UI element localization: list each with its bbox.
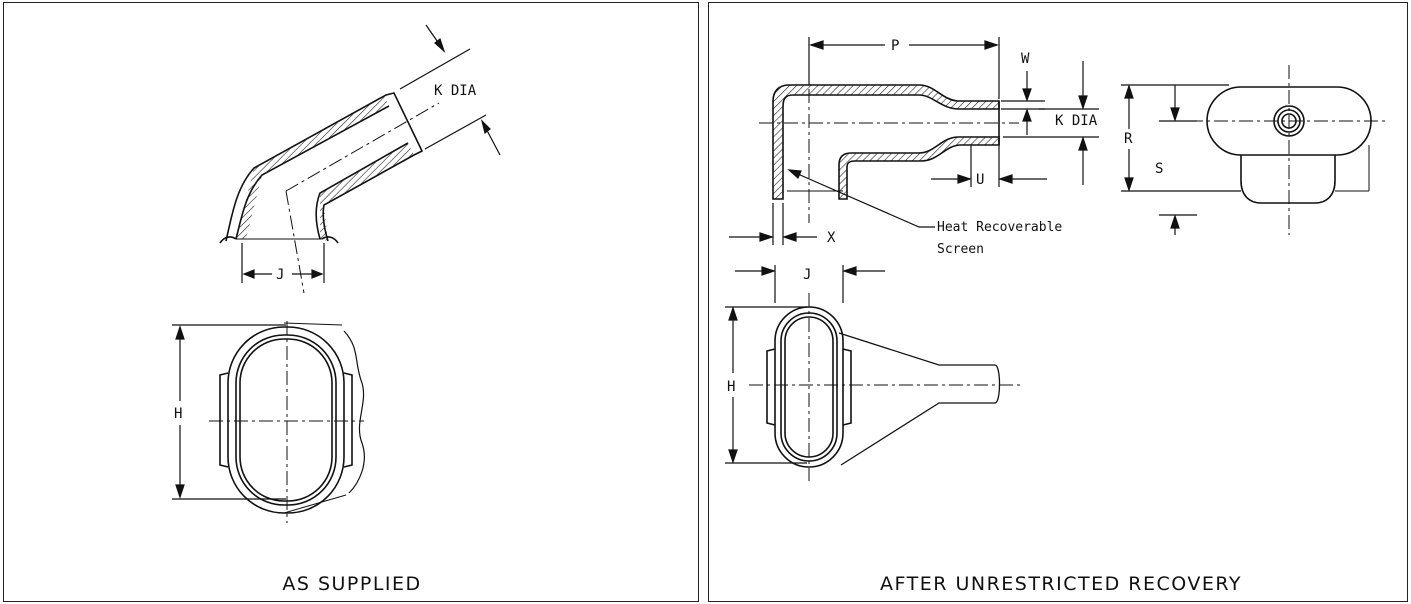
j-label-right: J [803,267,811,283]
oval-view-centerlines [749,293,1021,481]
u-label: U [976,172,984,188]
as-supplied-panel: K DIA J [3,2,699,602]
h-dimension [172,324,286,500]
boot-centerline [285,102,440,294]
screen-callout-leader [787,169,935,228]
callout-heat-recoverable: Heat Recoverable [937,220,1062,235]
k-dia-dimension-right [1003,61,1099,185]
j-dimension-right [735,265,885,303]
p-dimension [808,37,1000,99]
p-label: P [891,38,899,54]
callout-screen: Screen [937,242,984,257]
after-recovery-caption: AFTER UNRESTRICTED RECOVERY [880,573,1242,595]
side-view-centerlines [759,39,1019,223]
u-dimension [931,145,1047,187]
s-dimension [1159,85,1197,235]
as-supplied-caption: AS SUPPLIED [282,573,421,595]
after-recovery-drawing: P W K DIA U [725,37,1389,595]
s-label: S [1155,161,1163,177]
w-dimension [1001,71,1045,135]
r-dimension [1121,84,1241,192]
h-label: H [174,406,182,422]
end-view-centerlines [1189,65,1389,235]
oval-centerlines [209,321,364,523]
after-recovery-panel: P W K DIA U [708,2,1408,602]
angled-boot-side-view [219,92,424,244]
recovered-boot-side-view [772,84,1000,200]
oval-end-view [219,322,365,514]
j-label: J [276,267,284,283]
r-label: R [1124,131,1133,147]
as-supplied-drawing: K DIA J [172,24,501,595]
recovered-oval-view [766,306,1001,468]
j-dimension [241,243,325,283]
k-dia-label: K DIA [434,83,477,99]
w-label: W [1021,51,1030,67]
h-dimension-right [725,306,807,464]
h-label-right: H [727,379,735,395]
k-dia-label-right: K DIA [1055,113,1098,129]
k-dia-dimension [399,24,501,156]
x-dimension [729,203,817,245]
x-label: X [827,230,836,246]
